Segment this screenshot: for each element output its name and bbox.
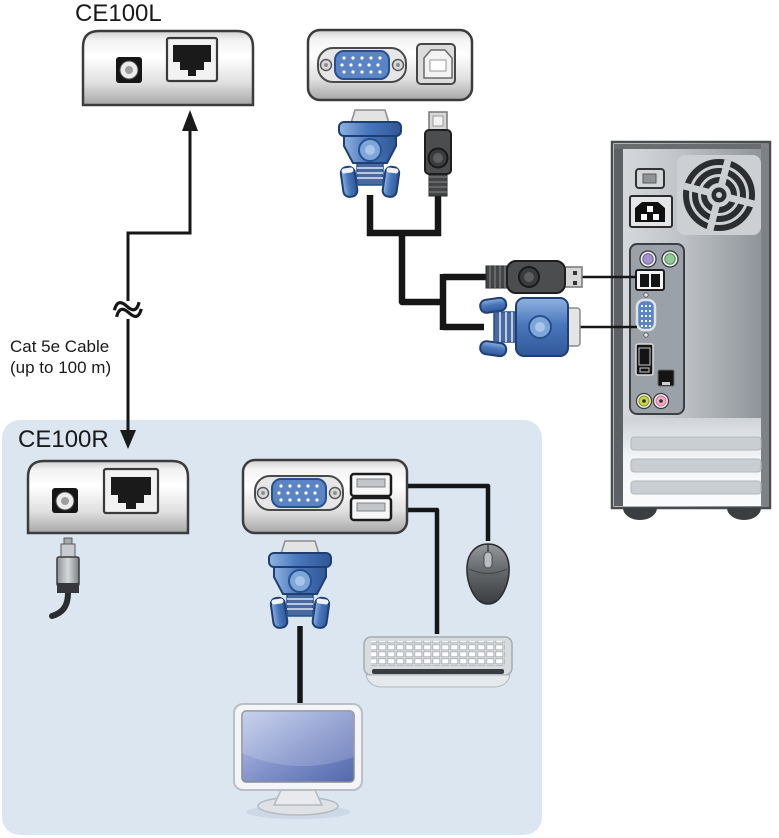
dc-power-jack xyxy=(116,57,142,83)
cable-break-icon xyxy=(112,301,143,318)
audio-line-out-port xyxy=(635,392,653,410)
rj45-port xyxy=(102,467,160,515)
vga-port xyxy=(254,475,344,511)
vga-male-connector-monitor xyxy=(268,540,332,630)
mouse-cable xyxy=(408,483,491,541)
audio-mic-port xyxy=(652,392,670,410)
mouse xyxy=(466,543,510,605)
monitor-screen xyxy=(241,710,355,783)
io-panel xyxy=(629,243,685,415)
vga-male-connector xyxy=(338,109,402,199)
cat5e-cable-link xyxy=(112,110,198,449)
usb-a-male-connector xyxy=(485,260,637,294)
monitor xyxy=(233,703,363,819)
remote-console-panel xyxy=(241,458,409,535)
ps2-mouse-port xyxy=(639,250,657,268)
cable-note-line1: Cat 5e Cable xyxy=(10,337,109,356)
kvm-cable xyxy=(366,192,488,331)
dc-power-jack xyxy=(52,488,78,513)
rj45-port xyxy=(165,36,219,83)
scroll-wheel xyxy=(483,551,493,569)
vga-port-pc xyxy=(635,292,657,338)
ps2-keyboard-port xyxy=(661,250,679,268)
arrow-up-icon xyxy=(182,110,198,131)
keyboard xyxy=(363,636,513,688)
tower-foot xyxy=(727,508,761,520)
usb-port-bottom xyxy=(349,496,393,522)
usb-b-male-connector xyxy=(424,111,452,197)
vent-slats xyxy=(630,436,762,495)
computer-tower xyxy=(610,140,772,520)
cooling-fan-icon xyxy=(677,155,761,235)
usb-port-top xyxy=(349,472,393,498)
keys-area xyxy=(371,641,505,666)
usb-b-port xyxy=(416,43,456,85)
vga-male-connector-to-pc xyxy=(479,296,637,358)
local-unit-ce100l xyxy=(81,29,255,107)
local-console-panel xyxy=(306,28,474,102)
remote-unit-label: CE100R xyxy=(18,426,109,453)
screen-gloss xyxy=(242,711,354,767)
vga-port xyxy=(317,47,407,83)
tower-foot xyxy=(623,508,657,520)
usb-ports xyxy=(635,269,665,291)
dvi-port xyxy=(635,343,654,376)
power-switch xyxy=(635,168,665,189)
cable-note-line2: (up to 100 m) xyxy=(10,358,111,377)
ethernet-port xyxy=(657,369,675,387)
local-unit-label: CE100L xyxy=(75,0,162,27)
arrow-down-icon xyxy=(120,430,136,449)
remote-unit-ce100r xyxy=(26,459,190,535)
ac-inlet xyxy=(629,195,673,228)
keyboard-cable xyxy=(408,507,440,634)
dc-power-plug xyxy=(49,537,80,619)
